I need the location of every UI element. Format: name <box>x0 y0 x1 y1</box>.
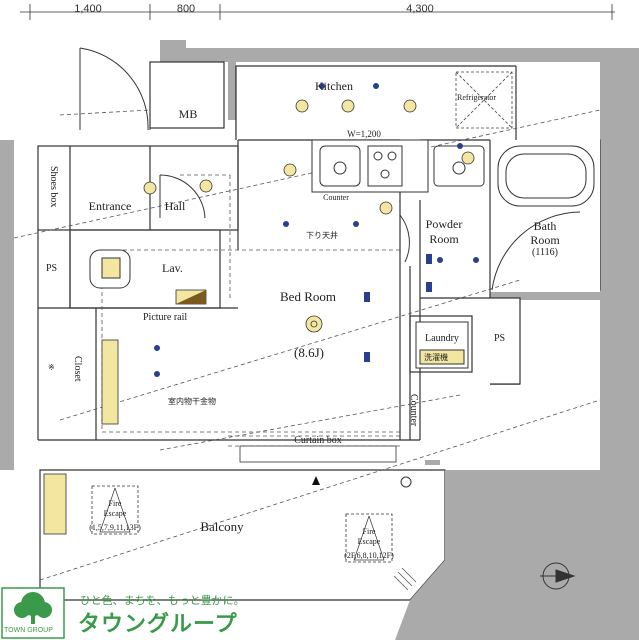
compass-icon <box>540 562 576 590</box>
wall-right-band <box>600 48 639 640</box>
laundry-label: Laundry <box>425 333 459 344</box>
dimension-line <box>20 4 615 20</box>
drying-fixture-label: 室内物干金物 <box>168 397 216 406</box>
dimension-2: 800 <box>176 3 196 15</box>
fire-escape-right-1: Fire <box>362 527 376 536</box>
closet-mark: ※ <box>48 363 55 372</box>
balcony-gray-edge <box>395 470 600 640</box>
switch-icon <box>364 254 432 362</box>
bathtub-icon <box>497 145 595 207</box>
entrance-door <box>79 47 151 131</box>
sink-icon <box>433 145 485 187</box>
fire-escape-right-2: Escape <box>357 537 381 546</box>
fire-escape-left <box>91 485 139 535</box>
picture-rail-label: Picture rail <box>143 312 188 323</box>
toilet-icon <box>89 249 131 289</box>
wall-top-band <box>186 48 639 62</box>
bath-door <box>491 211 581 291</box>
dimension-3: 4,300 <box>406 3 434 15</box>
curtain-box-label: Curtain box <box>294 435 342 446</box>
hall-door <box>159 174 206 219</box>
powder-room-label-2: Room <box>429 232 459 246</box>
laundry-pan <box>415 321 469 369</box>
logo-tagline: ひと色、まちを、もっと豊かに。 <box>80 594 245 607</box>
entrance-label: Entrance <box>88 199 132 213</box>
bed-room-label: Bed Room <box>280 289 336 304</box>
drain-icon <box>400 476 412 488</box>
counter-label: Counter <box>323 193 349 202</box>
bed-room-size: (8.6J) <box>294 345 324 360</box>
bath-room-label-2: Room <box>530 233 560 247</box>
kitchen-counter <box>311 139 429 193</box>
balcony-strip <box>43 473 67 535</box>
logo-brand: タウングループ <box>78 612 238 637</box>
ps-left-label: PS <box>46 263 58 274</box>
fire-escape-right-3: (2F,6,8,10,12F) <box>344 551 394 560</box>
light-icon <box>154 83 479 377</box>
kitchen-label: Kitchen <box>315 79 353 93</box>
balcony-area <box>39 469 446 601</box>
wall-top-left-stub <box>160 40 186 62</box>
ps-right-label: PS <box>494 333 506 344</box>
sliding-door-marker <box>312 476 320 485</box>
refrigerator-label: Refrigerator <box>457 93 497 102</box>
outlet-icon <box>143 99 475 333</box>
washer-pan-label: 洗濯機 <box>424 353 448 362</box>
curtain-box <box>239 445 397 463</box>
lav-label: Lav. <box>162 261 183 275</box>
balcony-hatch <box>393 567 417 591</box>
bath-room-size: (1116) <box>532 247 558 258</box>
refrigerator-box <box>455 71 513 129</box>
logo-small-text: TOWN GROUP <box>4 627 53 634</box>
fire-escape-left-3: (1,5,7,9,11,13F) <box>89 523 141 532</box>
town-group-logo <box>1 587 65 639</box>
mb-label: MB <box>178 107 198 121</box>
wall-left-band <box>0 140 14 470</box>
fire-escape-left-2: Escape <box>103 509 127 518</box>
dimension-1: 1,400 <box>74 3 102 15</box>
lowered-ceiling-label: 下り天井 <box>306 231 338 240</box>
stove-icon <box>373 151 397 179</box>
powder-room-label-1: Powder <box>425 217 463 231</box>
bath-room-label-1: Bath <box>533 219 557 233</box>
fire-escape-right <box>345 513 393 563</box>
counter-vertical-label: Counter <box>408 394 419 427</box>
shoes-box-label: Shoes box <box>48 166 59 208</box>
closet-door <box>101 339 119 425</box>
powder-door <box>399 214 410 263</box>
balcony-label: Balcony <box>200 519 244 534</box>
hall-label: Hall <box>164 199 186 213</box>
counter-width-label: W=1,200 <box>347 129 381 139</box>
fire-escape-left-1: Fire <box>108 499 122 508</box>
closet-label: Closet <box>72 356 83 382</box>
